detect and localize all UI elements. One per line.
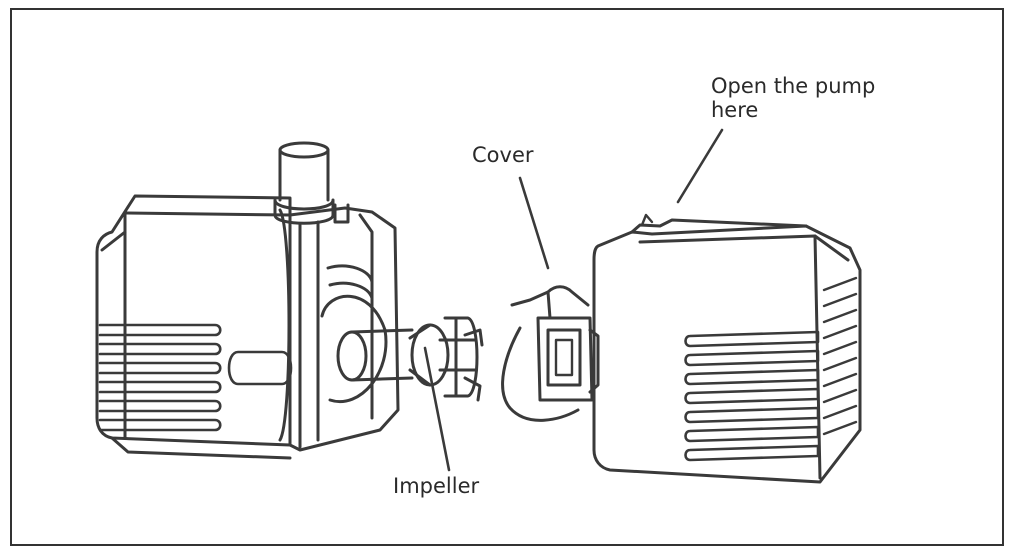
impeller-label: Impeller [393, 474, 480, 498]
cover-label: Cover [472, 143, 534, 167]
cover [501, 176, 600, 422]
open-pump-label-line1: Open the pump [711, 74, 876, 98]
motor-vent-slots [98, 323, 222, 432]
open-pump-label: Open the pump here [711, 74, 875, 122]
pump-chamber [288, 203, 400, 452]
housing-end-ribs [822, 276, 858, 436]
impeller [336, 316, 484, 472]
pump-housing [592, 128, 862, 484]
outlet-pipe [273, 141, 335, 225]
housing-vent-slots [684, 330, 820, 462]
motor-body [95, 194, 293, 460]
open-pump-label-line2: here [711, 98, 759, 122]
